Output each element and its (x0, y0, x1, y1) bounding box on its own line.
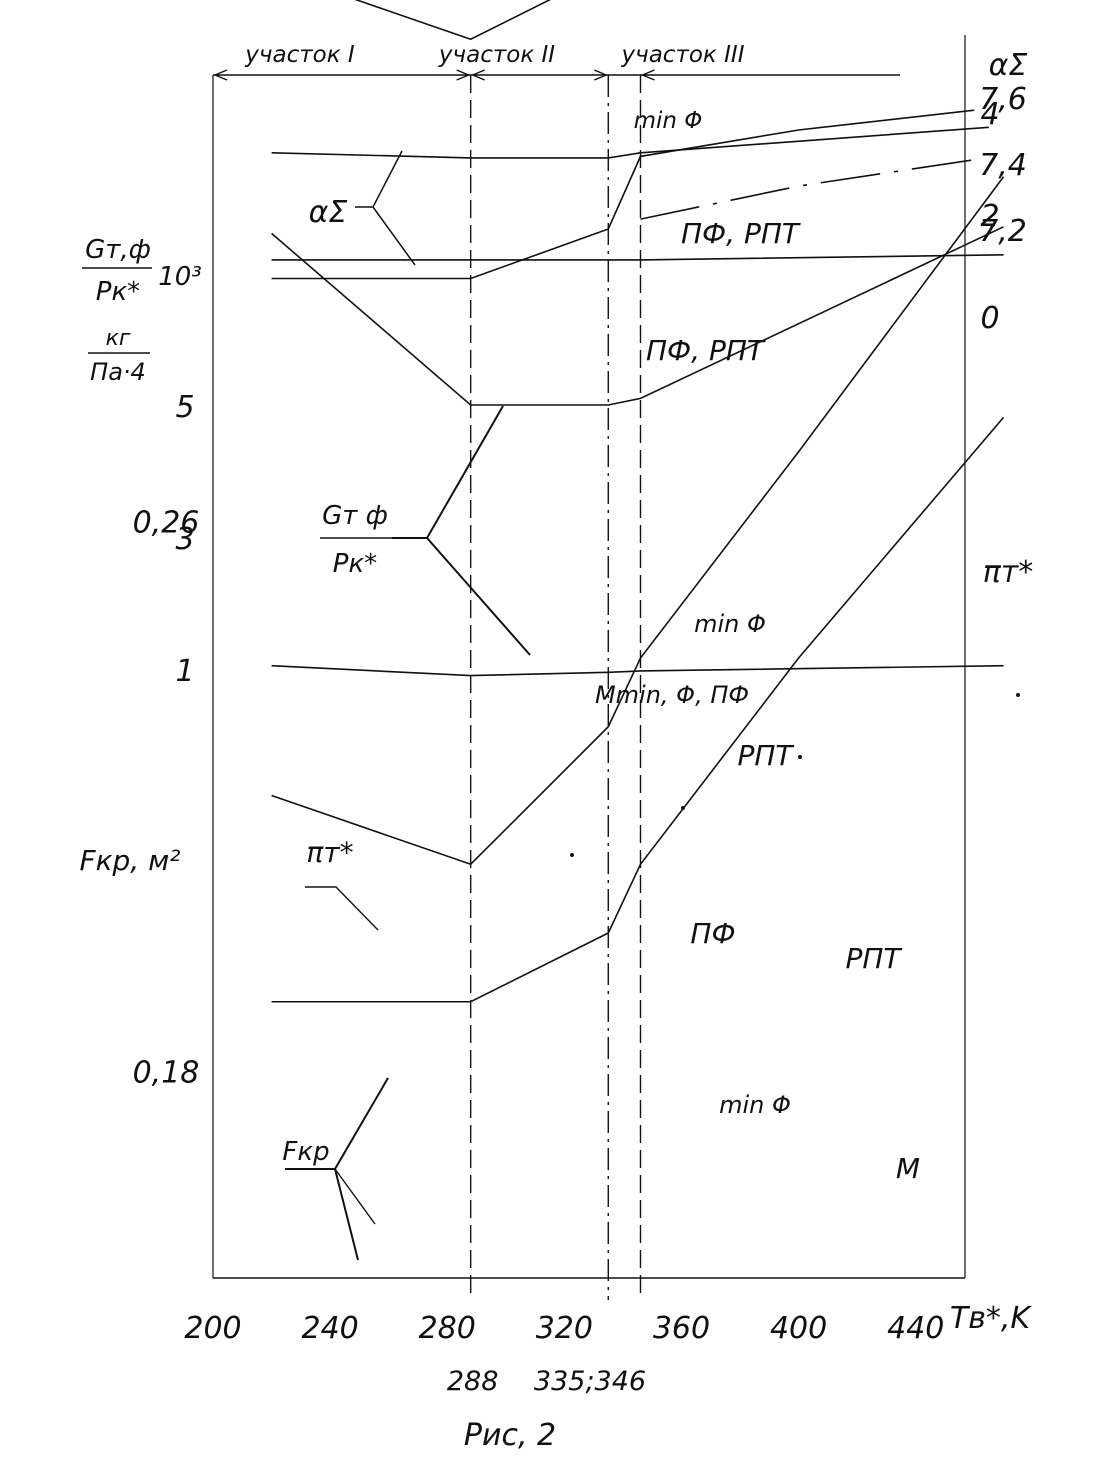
F_kr-series-0-line (354, 0, 552, 41)
section-arrowhead (214, 69, 228, 81)
pi_t-series-0-label: Mmin, Φ, ПФ (595, 681, 749, 709)
f-kr-axis-title: Fкр, м² (80, 844, 181, 877)
section-i-label: участок I (244, 42, 355, 68)
figure-caption: Рис, 2 (464, 1418, 556, 1453)
g-axis-title-denominator: Pк* (96, 277, 140, 307)
G_tf_over_Pk-tick-1: 3 (175, 522, 194, 557)
alpha_sigma-tick-2: 0 (980, 301, 999, 336)
alpha-sigma-axis-title: αΣ (989, 48, 1028, 83)
x-tick-label-240: 240 (301, 1311, 358, 1346)
F_kr-series-3-line (271, 416, 1005, 1003)
pi_t-tick-1: 7,4 (979, 148, 1027, 183)
G_tf_over_Pk-series-0-label: ПФ, РПТ (646, 334, 766, 367)
x-tick-label-360: 360 (653, 1311, 710, 1346)
x-tick-label-320: 320 (536, 1311, 593, 1346)
g-leader-upper (392, 405, 504, 539)
x-tick-label-440: 440 (887, 1311, 944, 1346)
section-iii-label: участок III (621, 42, 745, 68)
alpha_sigma-series-0-line (271, 126, 989, 159)
alpha-sigma-leader-lower (372, 206, 416, 266)
pi_t-series-1-label: РПТ (737, 739, 794, 772)
x-tick-label-400: 400 (770, 1311, 827, 1346)
g-leader-lower (426, 537, 531, 656)
data-point-dot (681, 806, 685, 810)
alpha_sigma-series-1-label: ПФ, РПТ (681, 217, 801, 250)
alpha_sigma-series-1-line (271, 254, 1004, 261)
G_tf_over_Pk-tick-0: 5 (175, 390, 194, 425)
F_kr-series-1-label: РПТ (845, 942, 902, 975)
x-tick-label-280: 280 (419, 1311, 476, 1346)
f-kr-curve-label: Fкр (282, 1137, 329, 1167)
data-point-dot (798, 755, 802, 759)
alpha_sigma-tick-1: 2 (980, 199, 999, 234)
F_kr-series-2-line (271, 176, 1005, 866)
data-point-dot (570, 853, 574, 857)
alpha-sigma-curve-label: αΣ (309, 195, 348, 230)
section-arrowhead (456, 69, 469, 81)
F_kr-tick-3: 0,18 (133, 1056, 200, 1091)
G_tf_over_Pk-series-1-line (271, 664, 1004, 677)
pi_t-tick-0: 7,6 (979, 82, 1027, 117)
F_kr-series-2-label: min Φ (719, 1091, 791, 1119)
g-axis-units-numerator: кг (106, 326, 131, 351)
alpha_sigma-tick-0: 4 (980, 97, 999, 132)
g-axis-units-denominator: Па·4 (90, 358, 146, 386)
F_kr-tick-2: 0,26 (133, 506, 200, 541)
pi-t-leader (305, 886, 379, 931)
F_kr-series-0-label: ПФ (690, 917, 735, 950)
f-kr-leader-lower (334, 1168, 359, 1261)
x-special-label-335-346: 335;346 (534, 1366, 646, 1397)
g-curve-label-numerator: Gт ф (322, 501, 388, 531)
x-special-label-288: 288 (447, 1366, 499, 1397)
pi-t-axis-title: πт* (983, 555, 1034, 590)
pi-t-curve-label: πт* (306, 836, 353, 869)
section-arrowhead (472, 69, 485, 81)
F_kr-series-3-label: M (896, 1152, 920, 1185)
g-axis-scale: 10³ (158, 262, 202, 292)
x-axis-title: Tв*,K (950, 1301, 1033, 1336)
g-curve-label-denominator: Pк* (333, 549, 377, 579)
section-arrowhead (642, 69, 655, 81)
G_tf_over_Pk-tick-2: 1 (175, 654, 194, 689)
alpha_sigma-series-0-label: min Φ (634, 108, 703, 134)
pi_t-series-0-line (271, 109, 975, 280)
G_tf_over_Pk-series-1-label: min Φ (694, 610, 766, 638)
alpha-sigma-leader-upper (355, 150, 403, 208)
G_tf_over_Pk-series-0-line (271, 226, 1004, 406)
x-tick-label-200: 200 (184, 1311, 241, 1346)
f-kr-leader-mid (334, 1168, 376, 1225)
section-arrowhead (594, 69, 607, 81)
data-point-dot (1016, 693, 1020, 697)
pi_t-tick-2: 7,2 (979, 214, 1027, 249)
pi_t-series-1-line (640, 158, 975, 220)
section-ii-label: участок II (438, 42, 555, 68)
g-axis-title-numerator: Gт,ф (85, 235, 151, 265)
